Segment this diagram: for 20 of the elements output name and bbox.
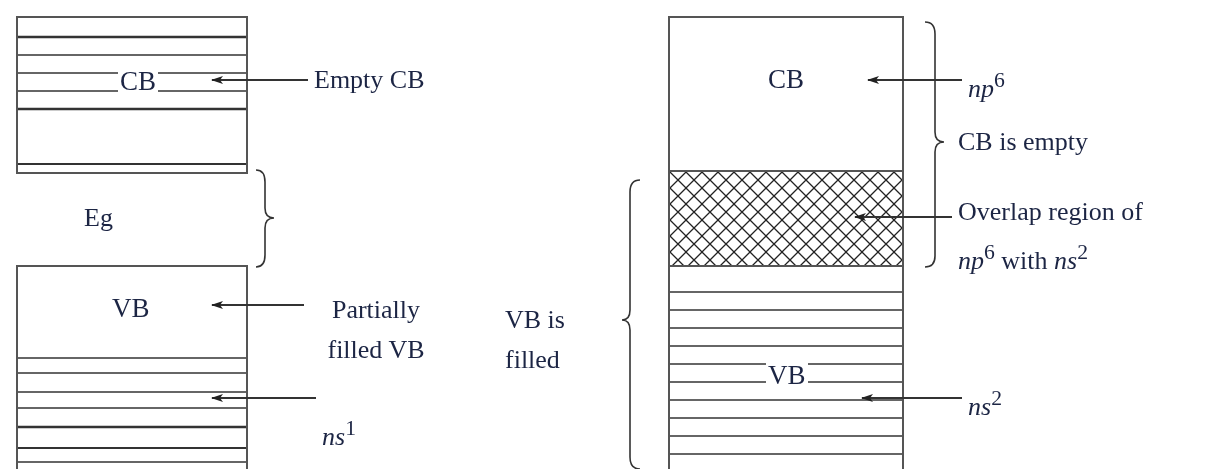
arrow (867, 76, 963, 84)
lined-band (16, 16, 248, 174)
lined-band (16, 265, 248, 469)
annotation-text: Overlap region of np$^{6}$ with ns$^{2}$ (958, 192, 1158, 281)
annotation-text: Partially filled VB (310, 290, 442, 370)
empty-band (668, 16, 904, 172)
arrow (211, 394, 317, 402)
lined-band (668, 265, 904, 469)
annotation-text: ns$^{2}$ (968, 378, 1048, 427)
arrow (211, 76, 309, 84)
arrow (854, 213, 953, 221)
arrow (861, 394, 963, 402)
overlap-region (668, 170, 904, 267)
annotation-text: ns$^{1}$ (322, 408, 382, 457)
annotation-text: np$^{6}$ (968, 60, 1048, 109)
gap-label: Eg (84, 202, 114, 234)
arrow (211, 301, 305, 309)
bracket-label: CB is empty (958, 126, 1089, 158)
bracket-label: VB is filled (505, 304, 566, 376)
annotation-text: Empty CB (314, 60, 494, 100)
